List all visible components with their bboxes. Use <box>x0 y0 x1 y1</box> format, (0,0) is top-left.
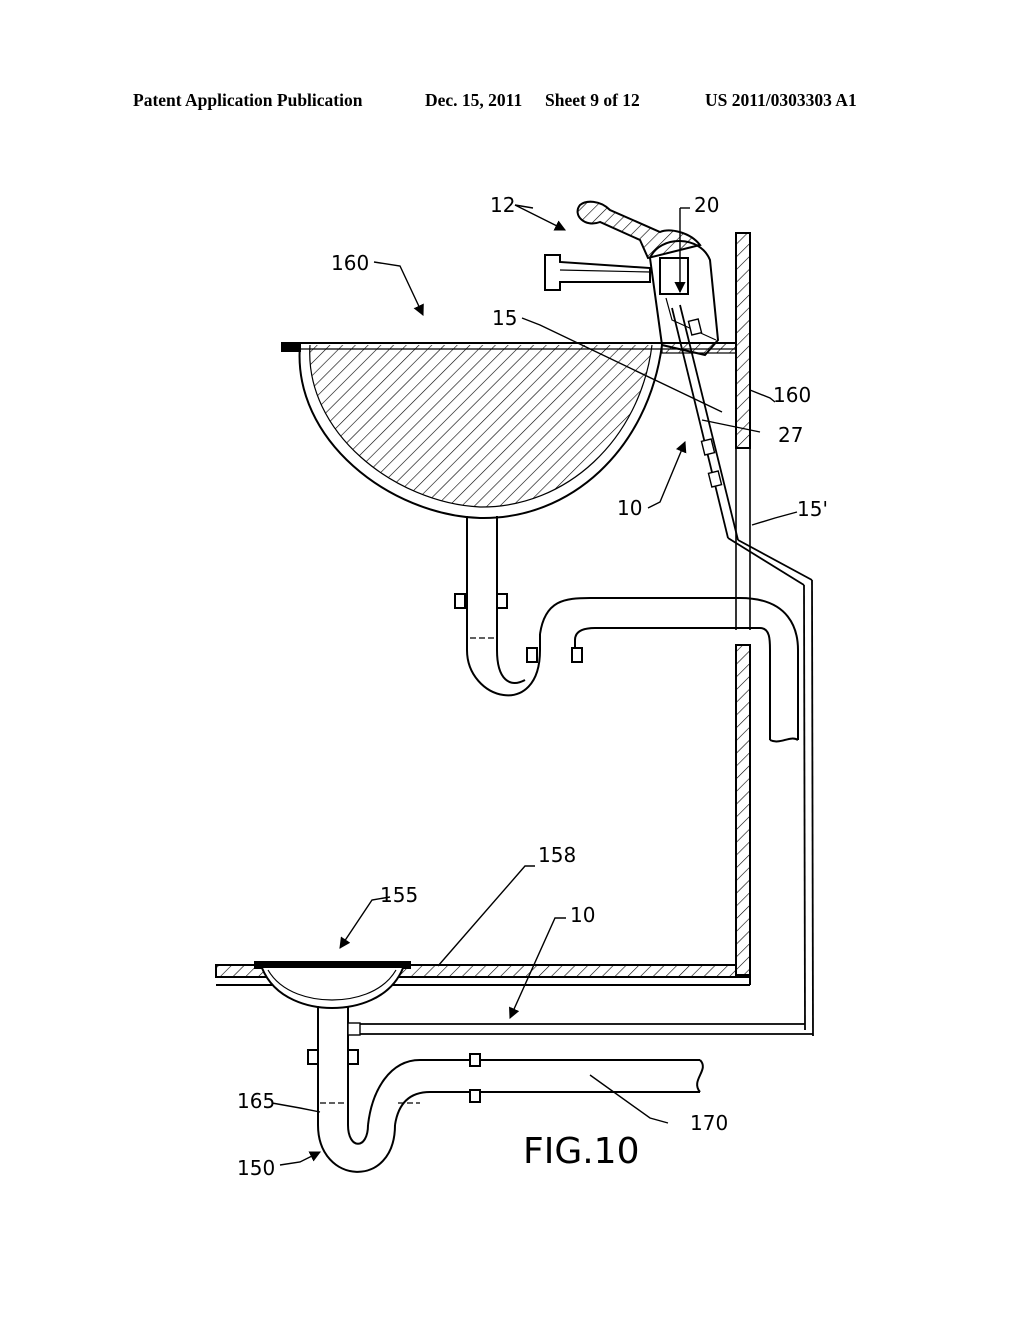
label-floor: 158 <box>538 843 576 867</box>
label-fitting: 27 <box>778 423 803 447</box>
label-valve: 20 <box>694 193 719 217</box>
floor-drain <box>255 962 410 1008</box>
figure-caption: FIG.10 <box>523 1131 639 1172</box>
label-supply-line: 15 <box>492 306 517 330</box>
label-floor-drain: 155 <box>380 883 418 907</box>
label-line-extension: 15' <box>797 497 828 521</box>
wall <box>736 233 750 975</box>
label-faucet: 12 <box>490 193 515 217</box>
lower-supply-line <box>348 1023 813 1035</box>
label-upper-basin: 160 <box>331 251 369 275</box>
label-trap-water: 165 <box>237 1089 275 1113</box>
upper-basin <box>282 343 736 518</box>
label-wall: 160 <box>773 383 811 407</box>
label-lower-line: 10 <box>570 903 595 927</box>
label-upper-line: 10 <box>617 496 642 520</box>
lower-trap <box>308 1006 703 1172</box>
label-trap: 150 <box>237 1156 275 1180</box>
label-drain-pipe: 170 <box>690 1111 728 1135</box>
